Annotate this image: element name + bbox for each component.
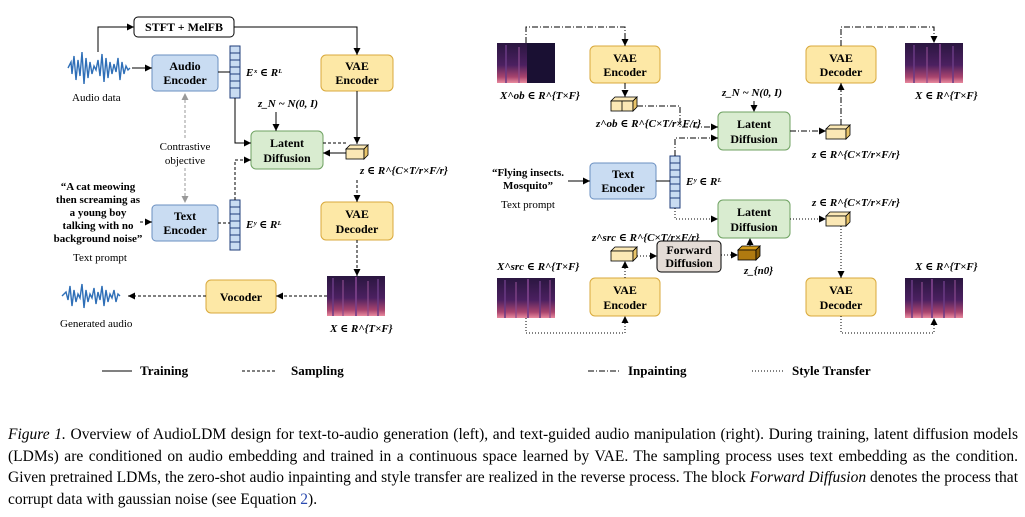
audio-encoder-line1: Audio (169, 59, 200, 73)
left-panel: Audio data STFT + MelFB Audio Encoder Eˣ… (54, 16, 448, 335)
arrow-text-embedding-to-ldm (234, 156, 251, 200)
right-text-embedding-vector (669, 155, 681, 209)
left-text-encoder-line2: Encoder (163, 223, 207, 237)
arrow-stft-to-vae (234, 26, 361, 55)
left-prompt-line2: then screaming as (56, 194, 141, 206)
arrow-embedding-to-bottom-ldm (674, 208, 718, 223)
right-text-encoder-line1: Text (612, 167, 634, 181)
legend-style-transfer-label: Style Transfer (792, 363, 871, 378)
right-bottom-latent-z-icon (825, 211, 851, 227)
contrastive-objective-line1: Contrastive (160, 141, 211, 153)
left-output-x-math: X ∈ R^{T×F} (329, 323, 393, 335)
right-top-latent-z-icon (825, 124, 851, 140)
left-latent-diffusion-line2: Diffusion (263, 151, 311, 165)
right-top-latent-diffusion-line1: Latent (737, 117, 771, 131)
left-prompt-line3: a young boy (70, 207, 127, 219)
right-bottom-vae-decoder-line2: Decoder (820, 298, 863, 312)
zob-math: z^ob ∈ R^{C×T/r×F/r} (595, 118, 701, 130)
right-bottom-x-math: X ∈ R^{T×F} (914, 261, 978, 273)
right-top-vae-encoder-line2: Encoder (603, 65, 647, 79)
legend: Training Sampling Inpainting Style Trans… (102, 363, 871, 378)
left-prompt-line1: “A cat meowing (61, 181, 136, 193)
caption-text-part2: denotes the process that corrupt data wi… (8, 469, 1018, 508)
stft-melfb-label: STFT + MelFB (145, 20, 223, 34)
vocoder-label: Vocoder (220, 290, 263, 304)
audio-embedding-math: Eˣ ∈ Rᴸ (245, 67, 282, 79)
right-top-x-math: X ∈ R^{T×F} (914, 90, 978, 102)
left-latent-z-icon (345, 144, 369, 160)
left-vae-decoder-line1: VAE (345, 207, 369, 221)
right-top-vae-decoder-line2: Decoder (820, 65, 863, 79)
audio-encoder-box (151, 54, 219, 92)
left-text-embedding-vector (229, 199, 241, 251)
figure-caption: Figure 1. Overview of AudioLDM design fo… (8, 424, 1018, 510)
left-vae-encoder-line1: VAE (345, 59, 369, 73)
forward-diffusion-line2: Diffusion (665, 256, 713, 270)
zob-latent-icon (610, 96, 638, 112)
caption-forward-diffusion: Forward Diffusion (749, 469, 867, 486)
left-prompt-line5: background noise” (54, 233, 143, 245)
contrastive-objective-line2: objective (165, 155, 205, 167)
left-latent-diffusion-line1: Latent (270, 136, 304, 150)
audioldm-diagram: Audio data STFT + MelFB Audio Encoder Eˣ… (54, 16, 978, 378)
forward-diffusion-line1: Forward (666, 243, 712, 257)
right-panel: X^ob ∈ R^{T×F} VAE Encoder z^ob ∈ R^{C×T… (492, 26, 978, 334)
xob-math: X^ob ∈ R^{T×F} (499, 90, 580, 102)
right-top-vae-decoder-line1: VAE (829, 51, 853, 65)
right-prompt-line1: “Flying insects. (492, 167, 564, 179)
generated-audio-waveform-icon (61, 283, 121, 309)
caption-text-part3: ). (308, 490, 318, 508)
xsrc-math: X^src ∈ R^{T×F} (496, 261, 579, 273)
legend-inpainting-label: Inpainting (628, 363, 687, 378)
xsrc-spectrogram (497, 278, 555, 318)
right-text-embedding-math: Eʸ ∈ Rᴸ (685, 176, 721, 188)
left-text-embedding-math: Eʸ ∈ Rᴸ (245, 219, 281, 231)
caption-figure-label: Figure 1. (8, 426, 66, 443)
zsrc-latent-icon (610, 246, 638, 262)
right-top-vae-encoder-line1: VAE (613, 51, 637, 65)
right-top-output-spectrogram (905, 43, 963, 83)
left-prompt-line4: talking with no (63, 220, 134, 232)
left-output-spectrogram (327, 276, 385, 316)
audio-encoder-line2: Encoder (163, 73, 207, 87)
right-bottom-vae-encoder-line2: Encoder (603, 298, 647, 312)
right-prompt-line2: Mosquito” (503, 180, 553, 192)
left-latent-z-math: z ∈ R^{C×T/r×F/r} (359, 165, 448, 177)
right-bottom-latent-diffusion-line2: Diffusion (730, 220, 778, 234)
noise-prior-math: z_N ~ N(0, I) (257, 98, 318, 110)
right-bottom-output-spectrogram (905, 278, 963, 318)
audio-data-label: Audio data (72, 92, 121, 104)
caption-equation-link[interactable]: 2 (300, 490, 309, 508)
right-bottom-z-math: z ∈ R^{C×T/r×F/r} (811, 197, 900, 209)
right-text-encoder-line2: Encoder (601, 181, 645, 195)
generated-audio-label: Generated audio (60, 318, 133, 330)
right-bottom-latent-diffusion-line1: Latent (737, 205, 771, 219)
audio-embedding-vector (229, 45, 241, 99)
zn0-math: z_{n0} (743, 265, 773, 277)
arrow-xob-to-vae-encoder (525, 26, 629, 46)
arrow-audio-to-stft (97, 23, 134, 52)
xob-spectrogram (497, 43, 555, 83)
right-top-z-math: z ∈ R^{C×T/r×F/r} (811, 149, 900, 161)
left-text-prompt-label: Text prompt (73, 252, 127, 264)
left-text-encoder-line1: Text (174, 209, 196, 223)
arrow-embedding-to-top-ldm (674, 134, 718, 156)
right-bottom-vae-encoder-line1: VAE (613, 283, 637, 297)
right-bottom-vae-decoder-line1: VAE (829, 283, 853, 297)
caption-text-part1: Overview of AudioLDM design for text-to-… (8, 426, 1018, 486)
arrow-zob-to-ldm (637, 105, 718, 131)
arrow-bottom-decoder-to-x (840, 316, 938, 334)
forward-diffusion-box (656, 240, 722, 273)
left-vae-decoder-line2: Decoder (336, 222, 379, 236)
right-text-prompt-label: Text prompt (501, 199, 555, 211)
audio-data-waveform-icon (67, 51, 131, 85)
arrow-embedding-to-ldm (234, 98, 251, 147)
arrow-xsrc-to-vae-encoder (525, 316, 629, 334)
left-vae-encoder-line2: Encoder (335, 73, 379, 87)
legend-sampling-label: Sampling (291, 363, 344, 378)
right-noise-prior-math: z_N ~ N(0, I) (721, 87, 782, 99)
legend-training-label: Training (140, 363, 189, 378)
zn0-latent-icon (737, 245, 761, 261)
right-top-latent-diffusion-line2: Diffusion (730, 132, 778, 146)
